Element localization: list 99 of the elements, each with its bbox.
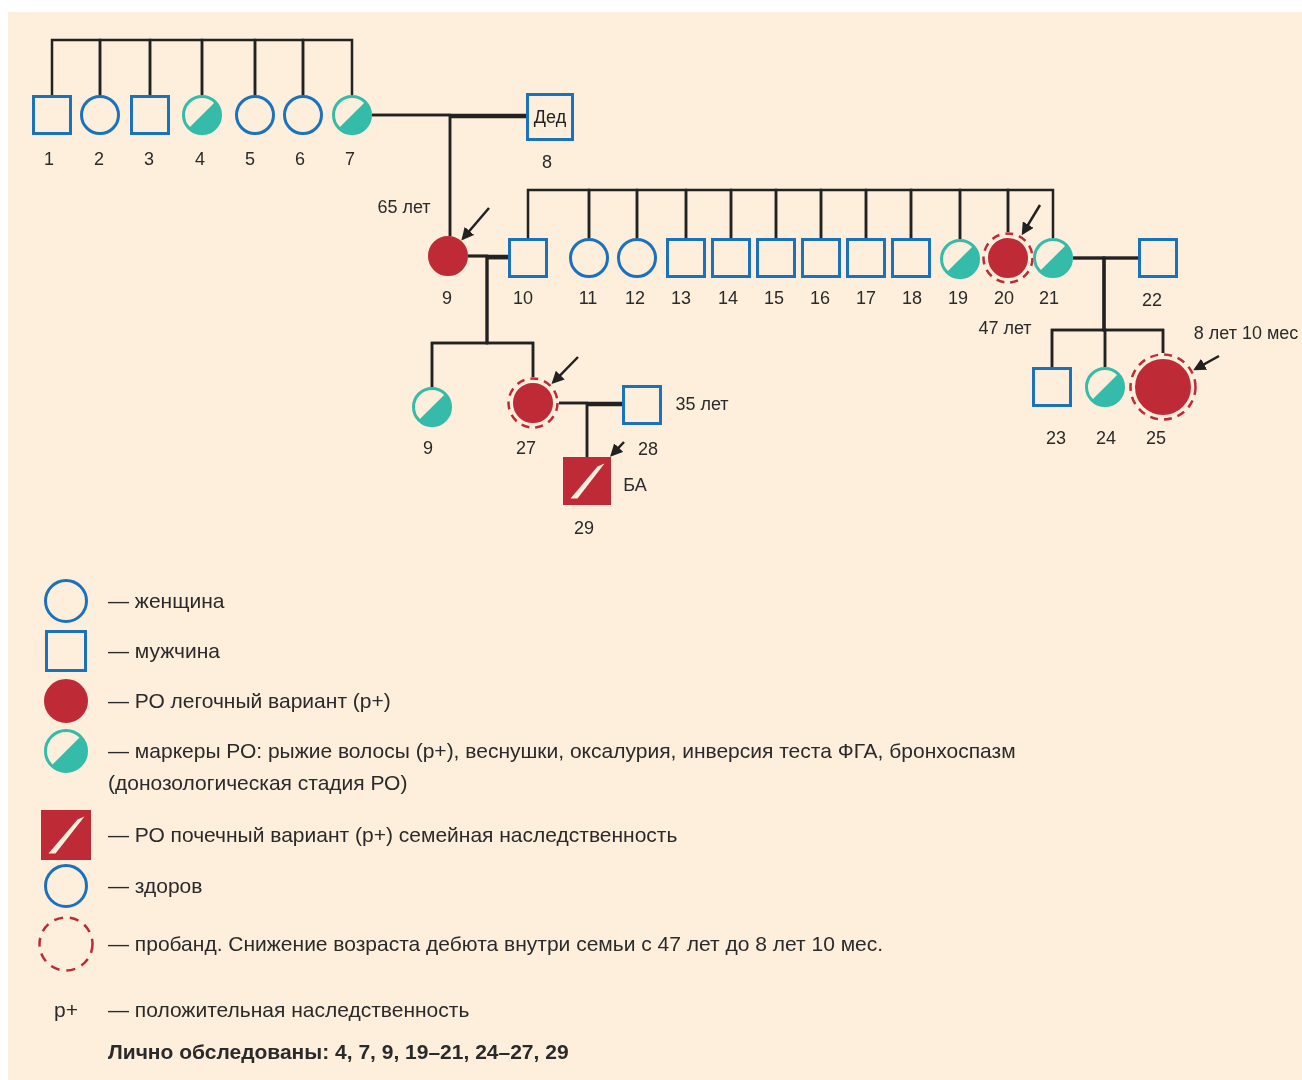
individual-number: 2 [94,148,104,170]
marker-female-symbol [332,95,372,135]
descent-line [448,115,526,236]
legend-text: — маркеры РО: рыжие волосы (p+), веснушки, оксалурия, инверсия теста ФГА, бронхоспазм (донозологическая стадия РО) [108,738,1017,796]
age-label: 35 лет [675,393,729,415]
proband-arrow [551,356,579,385]
sibship-line [684,188,733,238]
proband-female-symbol [982,232,1034,284]
male-symbol [846,238,886,278]
male-symbol [526,93,574,141]
sibship-line [729,188,778,238]
individual-number: 11 [578,287,598,309]
female-symbol [569,238,609,278]
individual-number: 18 [902,287,922,309]
individual-number: 28 [638,438,658,460]
individual-number: 12 [625,287,645,309]
male-symbol [32,95,72,135]
sibship-line [526,188,591,238]
diagnosis-label: БА [623,474,647,496]
marker-female-symbol [1033,238,1073,278]
legend-symbol-text: p+ [54,998,78,1022]
individual-number: 15 [764,287,784,309]
individual-number: 17 [856,287,876,309]
individual-number: 1 [44,148,54,170]
male-symbol [1138,238,1178,278]
node-label: Дед [533,106,567,128]
renal-male-symbol [563,457,611,505]
individual-number: 5 [245,148,255,170]
proband-arrow [1021,204,1042,236]
sibship-line [50,38,102,95]
sibship-line [98,38,152,95]
individual-number: 9 [423,437,433,459]
proband-female-symbol [507,377,559,429]
individual-number: 8 [542,151,552,173]
sibship-line [958,188,1010,239]
individual-number: 23 [1046,427,1066,449]
descent-line [485,256,535,377]
individual-number: 19 [948,287,968,309]
female-symbol [283,95,323,135]
individual-number: 29 [574,517,594,539]
female-symbol [80,95,120,135]
marker-female-symbol [412,387,452,427]
sibship-line [1006,188,1055,238]
individual-number: 9 [442,287,452,309]
marker-female-symbol [1085,367,1125,407]
male-symbol [711,238,751,278]
sibship-line [253,38,305,95]
individual-number: 20 [994,287,1014,309]
sibship-line [819,188,868,238]
individual-number: 4 [195,148,205,170]
age-label: 8 лет 10 мес [1193,322,1299,344]
legend-text: — мужчина [108,638,220,664]
individual-number: 21 [1039,287,1059,309]
individual-number: 25 [1146,427,1166,449]
sibship-line [909,188,962,239]
sibship-line [864,188,913,238]
male-symbol [1032,367,1072,407]
age-label: 47 лет [978,317,1032,339]
marker-female-symbol [182,95,222,135]
legend-text: — здоров [108,873,203,899]
individual-number: 6 [295,148,305,170]
marker-female-symbol [940,239,980,279]
female-symbol [617,238,657,278]
female-symbol [235,95,275,135]
age-label: 65 лет [377,196,431,218]
note-text: Лично обследованы: 4, 7, 9, 19–21, 24–27, 29 [108,1040,569,1064]
male-symbol [666,238,706,278]
individual-number: 24 [1096,427,1116,449]
individual-number: 16 [810,287,830,309]
proband-arrow [461,207,490,241]
male-symbol [801,238,841,278]
legend-text: — положительная наследственность [108,997,470,1023]
sibship-line [635,188,688,238]
descent-line [1102,256,1165,353]
individual-number: 3 [144,148,154,170]
sibship-line [587,188,639,238]
individual-number: 14 [718,287,738,309]
sibship-line [774,188,823,238]
individual-number: 22 [1142,289,1162,311]
legend-text: — РО почечный вариант (p+) семейная наследственность [108,822,678,848]
male-symbol [756,238,796,278]
legend-text: — пробанд. Снижение возраста дебюта внутри семьи с 47 лет до 8 лет 10 мес. [108,931,884,957]
legend-text: — РО легочный вариант (p+) [108,688,391,714]
sibship-line [301,38,354,95]
individual-number: 10 [513,287,533,309]
male-symbol [508,238,548,278]
male-symbol [622,385,662,425]
sibship-line [200,38,257,95]
proband-arrow [1193,354,1220,371]
proband-female-symbol [1129,353,1197,421]
legend-text: — женщина [108,588,225,614]
individual-number: 13 [671,287,691,309]
individual-number: 27 [516,437,536,459]
descent-line [585,403,622,457]
sibship-line [148,38,204,95]
proband-arrow [610,441,625,457]
individual-number: 7 [345,148,355,170]
male-symbol [891,238,931,278]
male-symbol [130,95,170,135]
